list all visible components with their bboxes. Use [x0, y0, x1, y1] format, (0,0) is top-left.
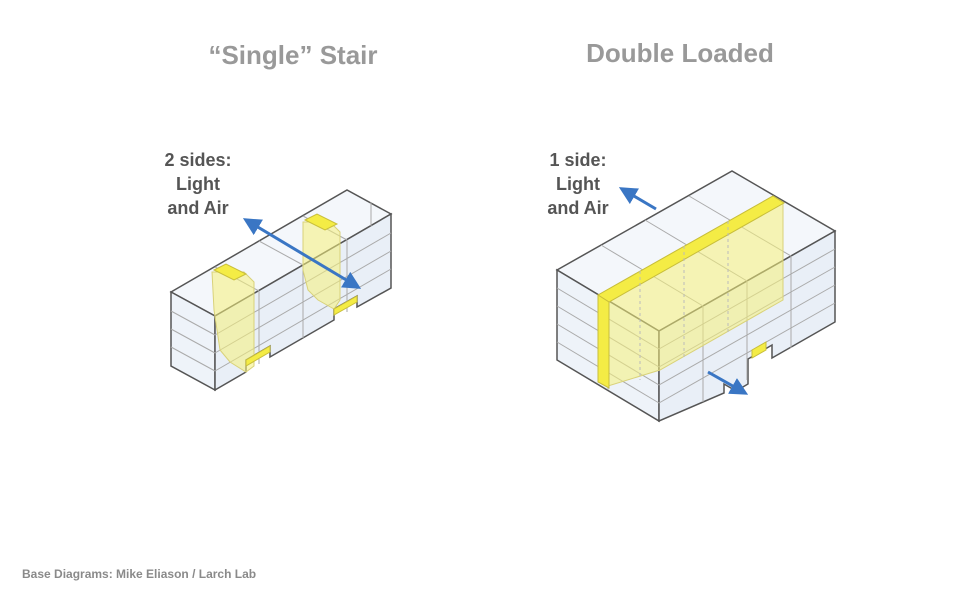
single-stair-building	[169, 189, 393, 392]
annotation-line: 2 sides:	[164, 150, 232, 170]
annotation-line: and Air	[547, 198, 609, 218]
double-loaded-annotation: 1 side: Light and Air	[518, 148, 638, 220]
credit-text: Base Diagrams: Mike Eliason / Larch Lab	[22, 567, 257, 581]
corridor-end-strip	[597, 294, 610, 389]
annotation-line: 1 side:	[549, 150, 607, 170]
cross-ventilation-arrow	[242, 218, 362, 289]
double-loaded-building	[555, 170, 837, 423]
light-air-arrow-down	[707, 370, 749, 395]
single-stair-annotation: 2 sides: Light and Air	[138, 148, 258, 220]
annotation-line: Light	[176, 174, 220, 194]
light-air-arrow-up	[618, 187, 657, 211]
stair-slab-right	[333, 295, 358, 316]
single-stair-title: “Single” Stair	[208, 40, 378, 70]
annotation-line: Light	[556, 174, 600, 194]
stair-slab-left	[245, 345, 271, 367]
double-loaded-title: Double Loaded	[586, 38, 774, 68]
stair-slab	[751, 341, 767, 359]
annotation-line: and Air	[167, 198, 229, 218]
